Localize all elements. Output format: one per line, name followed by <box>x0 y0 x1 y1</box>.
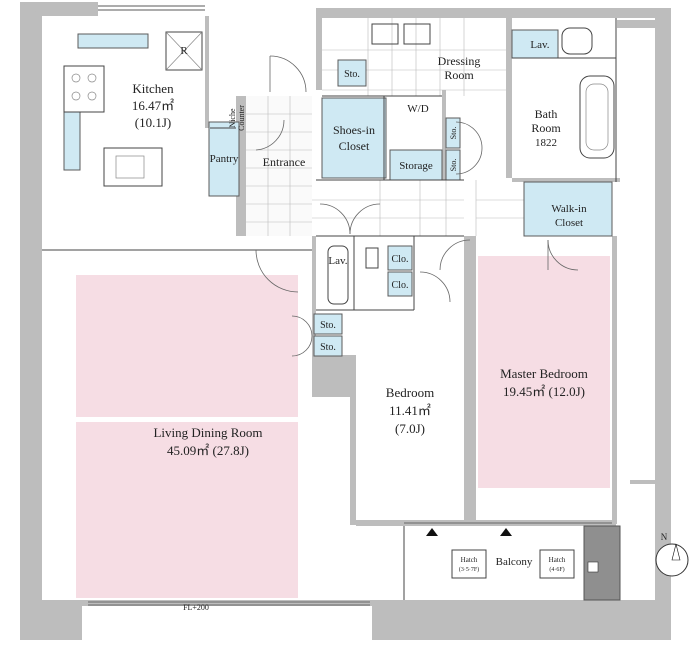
corridor-tiles <box>312 180 524 236</box>
north-compass <box>655 543 689 577</box>
shoes-name-2: Closet <box>339 139 370 153</box>
clo2-label: Clo. <box>392 280 409 291</box>
niche-label-1: Niche <box>228 108 237 128</box>
sto-dressing-label: Sto. <box>344 69 360 80</box>
floor-level-label: FL+200 <box>183 603 209 612</box>
bath-name-1: Bath <box>535 107 558 121</box>
clo2-shelf <box>387 271 413 297</box>
hatch-right-label-2: (4·6F) <box>549 566 564 573</box>
dressing-fixtures <box>371 23 431 45</box>
hatch-right-label-1: Hatch <box>549 556 566 564</box>
kitchen-area: 16.47㎡ <box>132 98 174 113</box>
sto-dressing-shelf <box>337 59 367 87</box>
partitions <box>42 18 621 600</box>
pantry-shelf <box>208 121 240 197</box>
north-label: N <box>661 532 668 542</box>
sto-lower1-shelf <box>313 313 343 335</box>
storage-shelf <box>389 149 443 181</box>
balcony <box>426 525 621 601</box>
bath-size: 1822 <box>535 137 557 149</box>
kitchen-counter-top <box>77 33 149 49</box>
clo1-label: Clo. <box>392 254 409 265</box>
sto-lower2-label: Sto. <box>320 342 336 353</box>
storage-name: Storage <box>399 160 433 172</box>
bath-name-2: Room <box>531 121 561 135</box>
walkin-name-1: Walk-in <box>551 203 587 215</box>
clo1-shelf <box>387 245 413 271</box>
wd-label: W/D <box>407 103 428 115</box>
entrance-name: Entrance <box>263 155 306 169</box>
sto-right-a-shelf <box>445 117 461 149</box>
kitchen-counter-left <box>63 111 81 171</box>
lav-top-label: Lav. <box>530 39 549 51</box>
bedroom-name: Bedroom <box>386 385 434 400</box>
walkin-name-2: Closet <box>555 217 583 229</box>
bedroom-jo: (7.0J) <box>395 421 425 436</box>
sto-right-a-label: Sto. <box>449 127 458 140</box>
kitchen-fixtures <box>63 31 203 187</box>
hatch-left-label-2: (3·5·7F) <box>459 566 479 573</box>
master-area: 19.45㎡ (12.0J) <box>503 384 585 399</box>
niche-label-2: Counter <box>237 105 246 131</box>
hatch-left-label-1: Hatch <box>461 556 478 564</box>
dressing-name-1: Dressing <box>438 54 481 68</box>
living-name: Living Dining Room <box>153 425 262 440</box>
bedroom-area: 11.41㎡ <box>389 403 431 418</box>
pantry-name: Pantry <box>210 153 239 165</box>
balcony-name: Balcony <box>496 556 533 568</box>
walkin-closet-shelf <box>523 181 613 237</box>
fridge-label: R <box>180 45 188 57</box>
window-glazing <box>88 5 612 606</box>
lav-mid-label: Lav. <box>328 255 347 267</box>
sto-lower1-label: Sto. <box>320 320 336 331</box>
dressing-name-2: Room <box>444 68 474 82</box>
door-swings <box>255 55 579 357</box>
living-floor-top <box>76 275 298 417</box>
shoes-closet-shelf <box>321 97 387 179</box>
bath-fixtures <box>327 27 615 305</box>
master-floor <box>478 256 610 488</box>
shoes-name-1: Shoes-in <box>333 123 375 137</box>
sto-right-b-label: Sto. <box>449 159 458 172</box>
kitchen-jo: (10.1J) <box>135 115 171 130</box>
kitchen-name: Kitchen <box>132 81 174 96</box>
entrance-tiles <box>246 96 312 236</box>
master-name: Master Bedroom <box>500 366 588 381</box>
sto-lower2-shelf <box>313 335 343 357</box>
living-floor-bottom <box>76 422 298 598</box>
living-area: 45.09㎡ (27.8J) <box>167 443 249 458</box>
